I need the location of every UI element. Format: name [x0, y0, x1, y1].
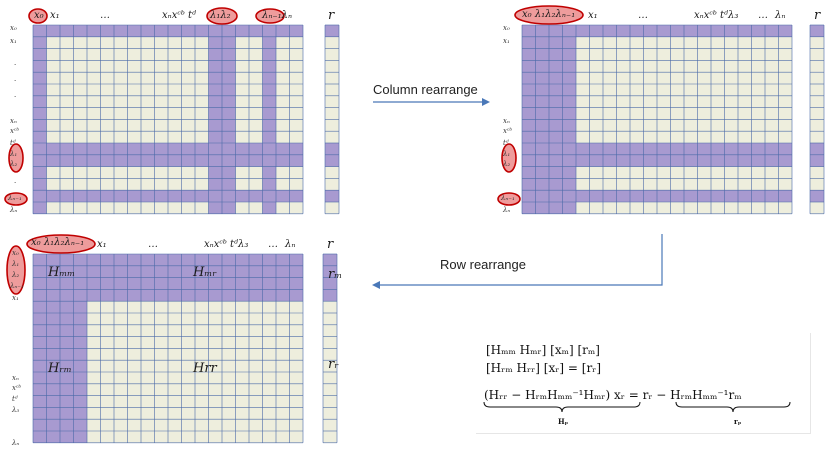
m1-r-label: r — [328, 8, 335, 23]
m1-header-x0: x₀ — [34, 10, 44, 21]
m3-row-lambda3: λ₃ — [12, 406, 20, 414]
m2-header-lead-ellipse — [514, 5, 584, 25]
m2-header-lambda-n: λₙ — [775, 10, 786, 21]
m2-header-x1: x₁ — [588, 10, 598, 21]
vector-r-1-highlight-0 — [325, 25, 339, 37]
equation-brace-rp — [675, 401, 791, 413]
m2-row-lambda2: λ₂ — [503, 160, 511, 168]
equation-brace-hp — [483, 401, 641, 413]
m3-row-x0: x₀ — [12, 249, 19, 257]
m1-row-x0: x₀ — [10, 24, 17, 32]
m3-header-tail: xₙxᶜᵇ tᵈλ₃ — [204, 239, 249, 250]
m1-row-lambda1: λ₁ — [10, 150, 18, 158]
m3-header-dots2: … — [268, 239, 278, 250]
m3-rm-label: rₘ — [328, 267, 343, 282]
equation-line-2: [Hᵣₘ Hᵣᵣ] [xᵣ] = [rᵣ] — [486, 361, 602, 375]
m1-header-dots: … — [100, 10, 110, 21]
m1-row-xc: xᶜᵇ — [10, 127, 20, 135]
m2-header-tail: xₙxᶜᵇ tᵈλ₃ — [694, 10, 739, 21]
equation-line-3: (Hᵣᵣ − HᵣₘHₘₘ⁻¹Hₘᵣ) xᵣ = rᵣ − HᵣₘHₘₘ⁻¹rₘ — [484, 388, 742, 402]
m2-row-x0: x₀ — [503, 24, 510, 32]
m3-row-lambda2: λ₂ — [12, 271, 20, 279]
m1-row-x1: x₁ — [10, 37, 17, 45]
block-hrr-label: Hrr — [193, 361, 217, 376]
m2-row-x1: x₁ — [503, 37, 510, 45]
brace-label-rp: rₚ — [734, 417, 742, 426]
m3-row-lambda-n1: λₙ₋₁ — [10, 282, 24, 290]
m1-header-x0-ellipse — [28, 8, 48, 24]
m3-rr-label: rᵣ — [328, 357, 339, 372]
brace-label-hp: Hₚ — [558, 417, 569, 426]
m2-row-lambda1: λ₁ — [503, 150, 511, 158]
block-hmm-label: Hₘₘ — [48, 265, 76, 280]
m1-row-td: tᵈ — [10, 139, 16, 147]
m3-row-lambda-n: λₙ — [12, 439, 20, 447]
equation-line-1: [Hₘₘ Hₘᵣ] [xₘ] [rₘ] — [486, 343, 600, 357]
m1-header-x1: x₁ — [50, 10, 60, 21]
m1-row-lambda2: λ₂ — [10, 160, 18, 168]
m1-row-lambda-n: λₙ — [10, 206, 18, 214]
column-rearrange-label: Column rearrange — [373, 82, 478, 97]
m3-header-dots: … — [148, 239, 158, 250]
m1-row-lambda-n1-ellipse — [4, 192, 28, 206]
m2-row-lambda12-ellipse — [501, 143, 517, 173]
m2-r-label: r — [814, 8, 821, 23]
m1-row-dot2: . — [14, 75, 17, 83]
m1-header-xn-xc-td: xₙxᶜᵇ tᵈ — [162, 10, 197, 21]
m2-header-dots: … — [638, 10, 648, 21]
schur-complement-equation: [Hₘₘ Hₘᵣ] [xₘ] [rₘ] [Hᵣₘ Hᵣᵣ] [xᵣ] = [rᵣ… — [476, 333, 811, 434]
m2-header-dots2: … — [758, 10, 768, 21]
m2-row-xn: xₙ — [503, 117, 510, 125]
column-rearrange-arrowhead — [482, 98, 490, 106]
row-rearrange-arrow-shaft — [380, 234, 663, 286]
m3-header-lambda-n: λₙ — [285, 239, 296, 250]
m3-header-lead-ellipse — [26, 234, 96, 254]
row-rearrange-arrowhead — [372, 281, 380, 289]
vector-r-2-highlight-0 — [810, 25, 824, 37]
m1-row-dot3: . — [14, 91, 17, 99]
m3-row-xn: xₙ — [12, 374, 19, 382]
vector-r-2-highlight-2 — [810, 190, 824, 202]
m1-row-lambda12-ellipse — [8, 143, 24, 173]
m3-header-lead: x₀ λ₁λ₂λₙ₋₁ — [31, 237, 85, 248]
m1-header-lambda-n-ellipse — [255, 8, 285, 24]
m1-row-xn: xₙ — [10, 117, 17, 125]
m1-header-lambda12-ellipse — [206, 7, 238, 25]
m2-row-td: tᵈ — [503, 139, 509, 147]
row-rearrange-label: Row rearrange — [440, 257, 526, 272]
vector-r-1-highlight-2 — [325, 190, 339, 202]
m2-header-lead: x₀ λ₁λ₂λₙ₋₁ — [522, 9, 576, 20]
m3-row-td: tᵈ — [12, 395, 18, 403]
m3-row-x1: x₁ — [12, 294, 19, 302]
m2-row-xc: xᶜᵇ — [503, 127, 513, 135]
m3-row-xc: xᶜᵇ — [12, 384, 22, 392]
m3-header-x1: x₁ — [97, 239, 107, 250]
block-hrm-label: Hᵣₘ — [48, 361, 72, 376]
m3-row-lambda1: λ₁ — [12, 260, 20, 268]
m1-row-lambda-n1: λₙ₋₁ — [8, 194, 22, 202]
m3-r-label: r — [327, 237, 334, 252]
block-hmr-label: Hₘᵣ — [193, 265, 217, 280]
m1-header-lambda-n1-n: λₙ₋₁λₙ — [262, 10, 293, 21]
m1-row-dot1: . — [14, 59, 17, 67]
m2-row-lambda-n: λₙ — [503, 206, 511, 214]
m2-row-lambda-n1-ellipse — [497, 192, 521, 206]
m2-row-lambda-n1: λₙ₋₁ — [501, 194, 515, 202]
m1-row-dot4: . — [14, 177, 17, 185]
m3-row-lead-ellipse — [6, 245, 26, 295]
m1-header-lambda12: λ₁λ₂ — [210, 10, 231, 21]
